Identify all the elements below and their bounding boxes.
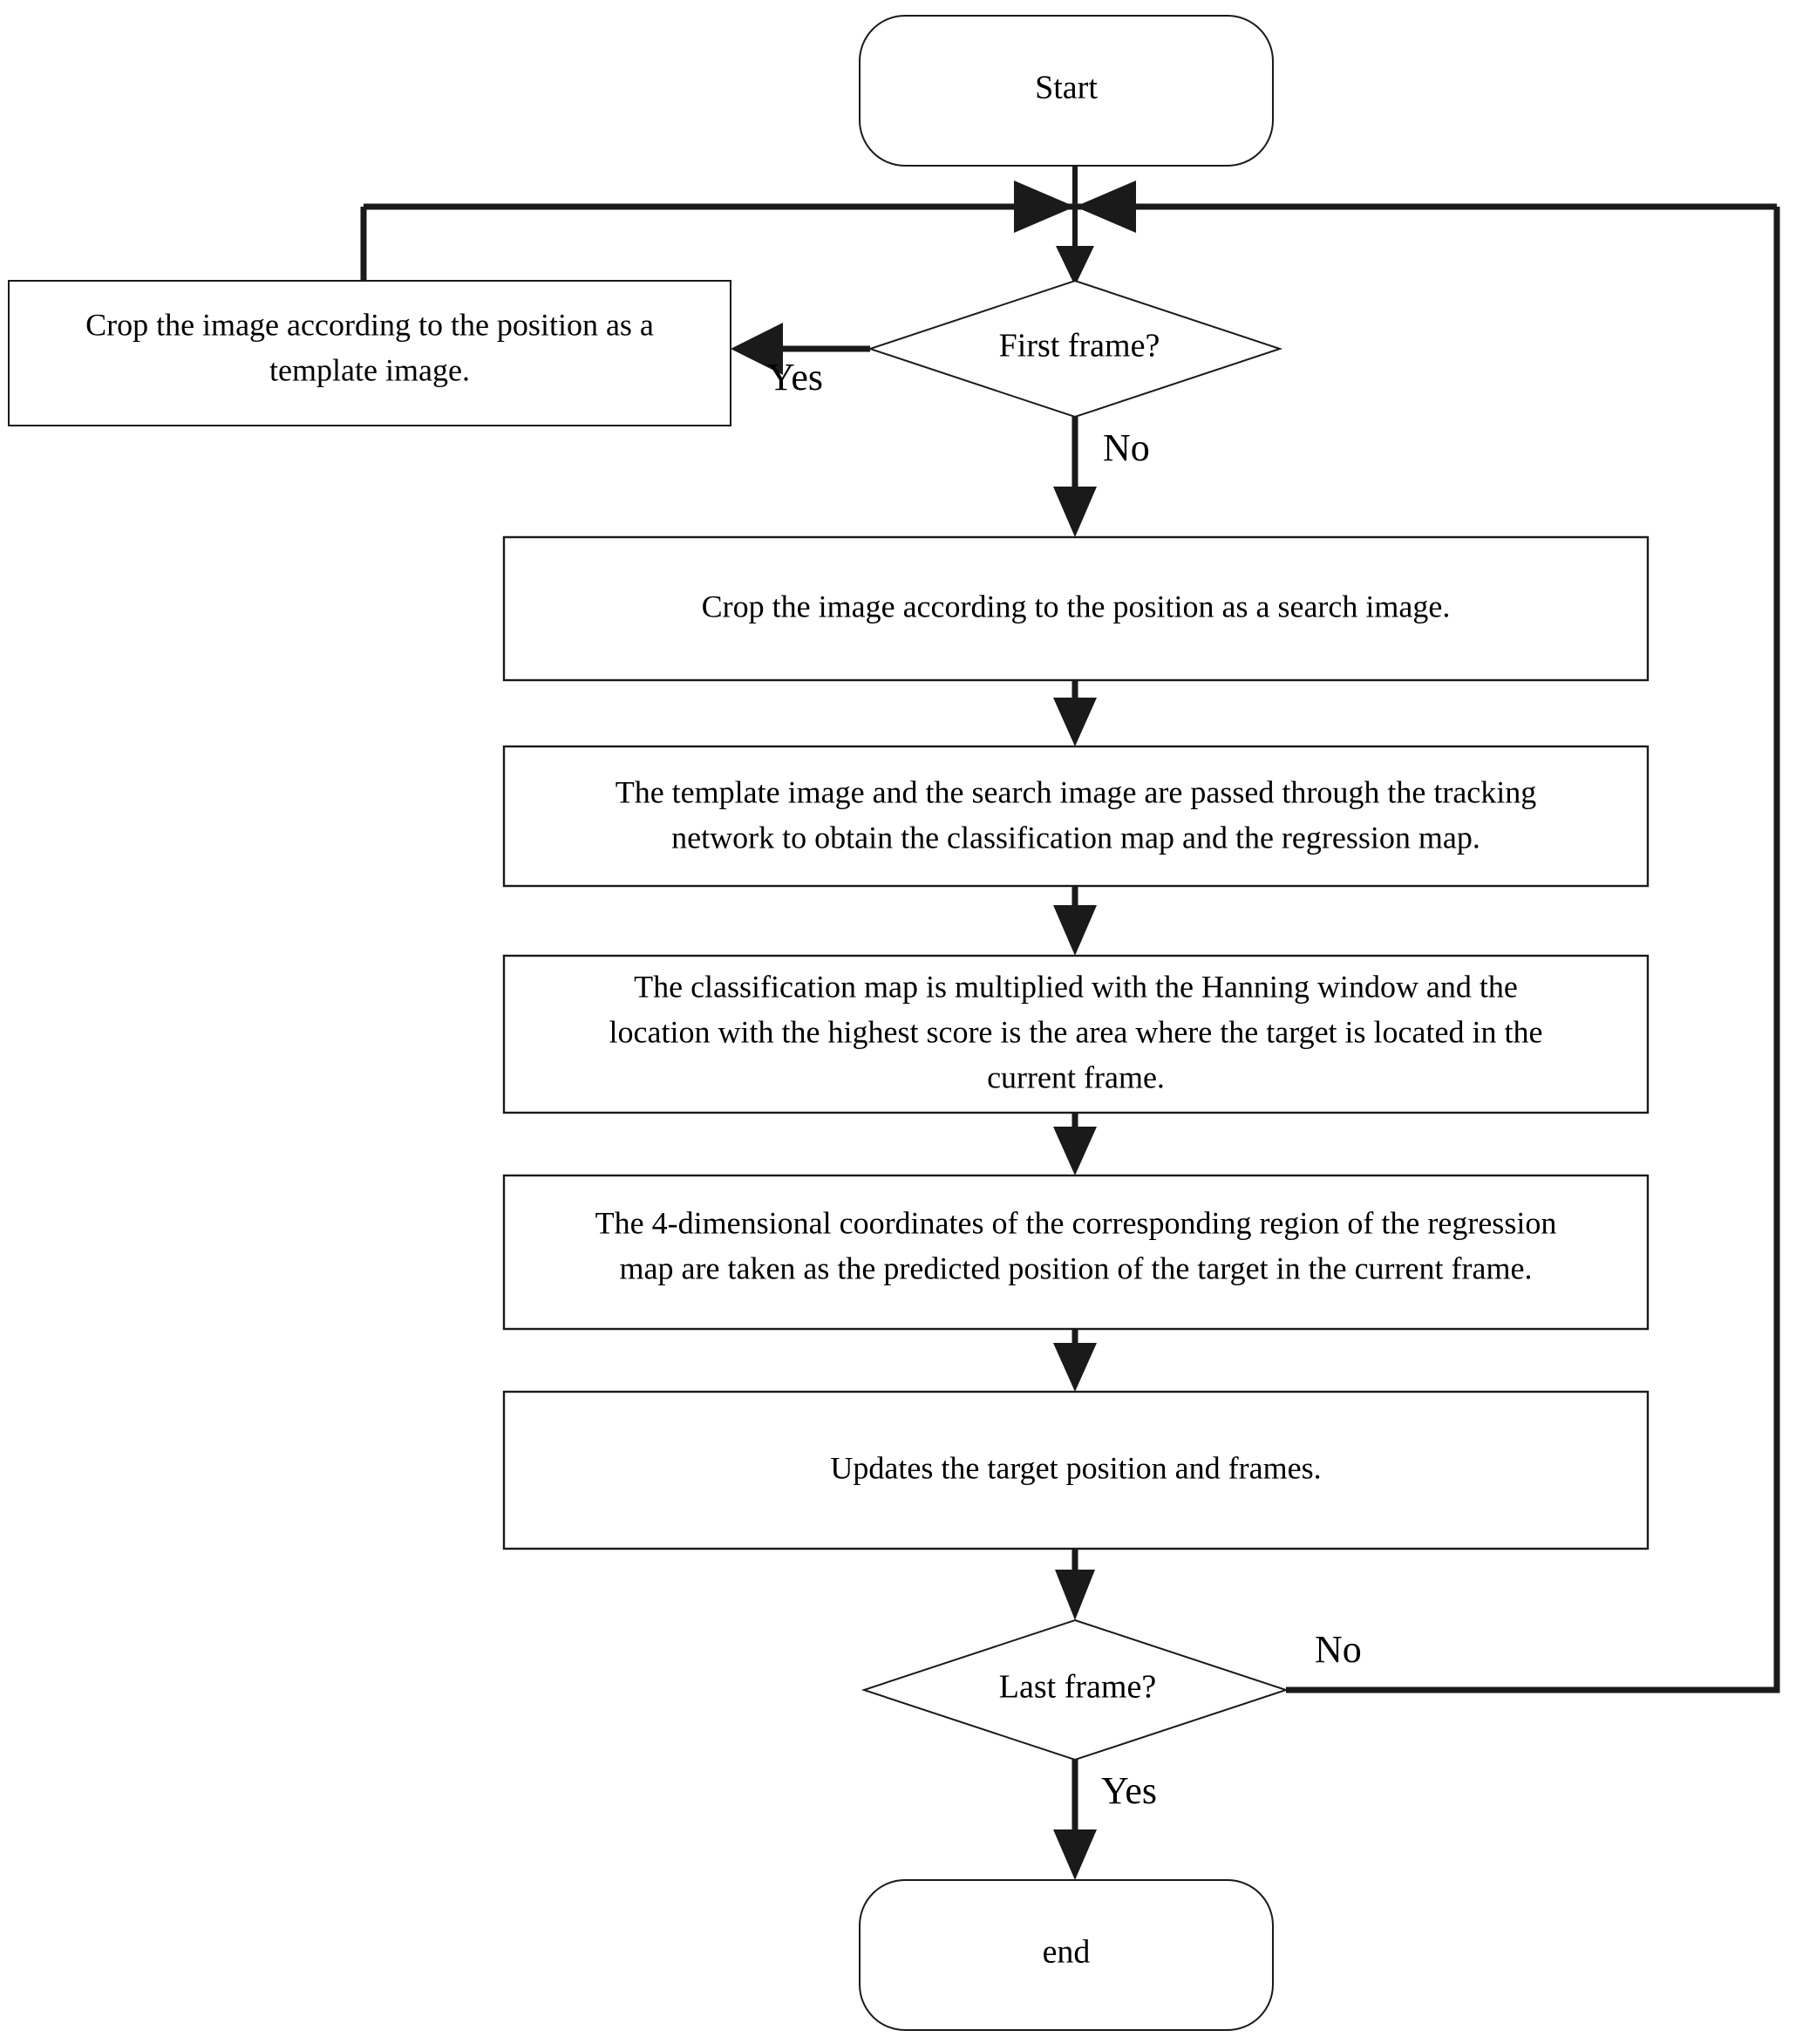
arrow-head-merge-right xyxy=(1075,181,1136,233)
regression-coords-shape xyxy=(502,1174,1650,1331)
first-frame-label: First frame? xyxy=(999,328,1160,365)
node-update-position[interactable]: Updates the target position and frames. xyxy=(502,1390,1650,1550)
arrow-head-merge-left xyxy=(1014,181,1075,233)
start-label: Start xyxy=(1035,70,1098,106)
arrow-head-crop-search-in xyxy=(1053,487,1097,537)
connector-last-frame-no-loop xyxy=(1286,207,1780,1693)
node-start[interactable]: Start xyxy=(859,15,1274,167)
tracking-network-shape xyxy=(502,745,1650,888)
end-shape xyxy=(859,1879,1274,2031)
crop-template-line1: Crop the image according to the position… xyxy=(85,307,654,342)
arrow-head-network-in xyxy=(1053,698,1097,746)
arrow-head-last-frame-in xyxy=(1055,1570,1095,1620)
node-last-frame-decision[interactable]: Last frame? xyxy=(861,1618,1289,1761)
end-label: end xyxy=(1043,1934,1091,1971)
tracking-network-line1: The template image and the search image … xyxy=(616,774,1537,809)
edge-label-last-frame-yes: Yes xyxy=(1101,1769,1157,1812)
last-frame-label: Last frame? xyxy=(999,1669,1156,1706)
node-crop-search[interactable]: Crop the image according to the position… xyxy=(502,535,1650,682)
node-crop-template[interactable]: Crop the image according to the position… xyxy=(8,280,731,426)
arrow-head-first-frame-yes xyxy=(731,323,783,375)
crop-template-shape xyxy=(8,280,731,426)
node-regression-coords[interactable]: The 4-dimensional coordinates of the cor… xyxy=(502,1174,1650,1331)
node-end[interactable]: end xyxy=(859,1879,1274,2031)
arrow-head-end-in xyxy=(1053,1829,1097,1880)
edge-label-first-frame-no: No xyxy=(1103,426,1150,469)
hanning-line3: current frame. xyxy=(987,1059,1165,1094)
update-position-line1: Updates the target position and frames. xyxy=(830,1450,1321,1485)
hanning-window-shape xyxy=(502,954,1650,1114)
edge-label-first-frame-yes: Yes xyxy=(767,356,823,399)
first-frame-shape xyxy=(867,279,1283,419)
arrow-head-update-in xyxy=(1053,1343,1097,1392)
hanning-line2: location with the highest score is the a… xyxy=(609,1014,1543,1049)
start-shape xyxy=(859,15,1274,167)
node-first-frame-decision[interactable]: First frame? xyxy=(867,279,1283,419)
node-hanning-window[interactable]: The classification map is multiplied wit… xyxy=(502,954,1650,1114)
regression-line1: The 4-dimensional coordinates of the cor… xyxy=(595,1205,1557,1240)
crop-search-line1: Crop the image according to the position… xyxy=(702,589,1451,623)
crop-search-shape xyxy=(502,535,1650,682)
node-tracking-network[interactable]: The template image and the search image … xyxy=(502,745,1650,888)
regression-line2: map are taken as the predicted position … xyxy=(620,1250,1533,1285)
hanning-line1: The classification map is multiplied wit… xyxy=(634,969,1518,1004)
edge-label-last-frame-no: No xyxy=(1315,1628,1362,1671)
tracking-network-line2: network to obtain the classification map… xyxy=(671,820,1480,855)
crop-template-line2: template image. xyxy=(269,352,470,387)
update-position-shape xyxy=(502,1390,1650,1550)
last-frame-shape xyxy=(861,1618,1289,1761)
arrow-head-first-frame-in xyxy=(1056,246,1094,286)
arrow-head-hanning-in xyxy=(1053,905,1097,956)
arrow-head-regression-in xyxy=(1053,1127,1097,1175)
